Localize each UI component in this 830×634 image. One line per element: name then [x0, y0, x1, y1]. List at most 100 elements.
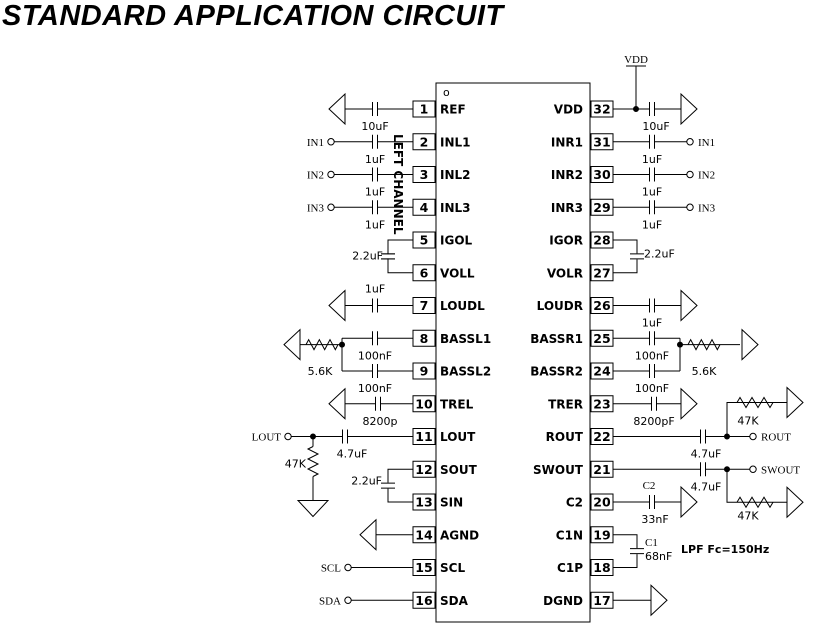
- right-input-label: IN3: [698, 202, 716, 214]
- right-input-capacitor: [649, 167, 655, 182]
- pin-number: 25: [593, 331, 610, 346]
- pin-label: INR3: [551, 201, 583, 215]
- pin-number: 26: [593, 298, 611, 313]
- orientation-mark: o: [443, 86, 450, 99]
- pin-label: INL2: [440, 168, 471, 182]
- pin-box: [412, 493, 436, 511]
- left-input-terminal: [327, 203, 335, 211]
- pin-number: 10: [415, 396, 433, 411]
- swout-junction: [724, 466, 730, 473]
- pin-number: 4: [420, 200, 429, 215]
- bassr-res-value: 5.6K: [692, 365, 717, 378]
- pin-number: 9: [420, 364, 429, 379]
- left-input-capacitor: [372, 200, 378, 215]
- left-input-terminal: [327, 138, 335, 146]
- pin-label: ROUT: [546, 430, 584, 444]
- pin-number: 21: [593, 462, 610, 477]
- loudr-ground: [680, 289, 698, 322]
- rout-cap-value: 4.7uF: [691, 448, 722, 461]
- pin-box: [412, 198, 436, 216]
- pin-label: INL1: [440, 135, 471, 149]
- ref-capacitor: [372, 102, 378, 116]
- right-input-terminal: [686, 203, 694, 211]
- pin-label: IGOR: [549, 234, 583, 248]
- pin-number: 19: [593, 527, 610, 542]
- scl-terminal: [344, 563, 352, 572]
- left-channel-label: LEFT CHANNEL: [391, 134, 405, 235]
- lout-ground: [296, 500, 330, 518]
- pin-number: 14: [415, 527, 433, 542]
- swout-terminal: [749, 465, 757, 473]
- pin-label: REF: [440, 103, 466, 117]
- lout-resistor: [306, 446, 320, 477]
- pin-label: LOUT: [440, 430, 476, 444]
- pin-label: TREL: [440, 397, 474, 411]
- swout-res-value: 47K: [737, 509, 759, 522]
- right-input-cap-value: 1uF: [642, 218, 662, 231]
- c2-ground: [680, 485, 698, 519]
- swout-ground: [786, 486, 804, 519]
- left-input-label: IN1: [307, 137, 324, 149]
- pin-number: 3: [420, 167, 429, 182]
- swout-resistor: [736, 496, 774, 509]
- pin-number: 17: [593, 593, 610, 608]
- bassr2-capacitor: [649, 364, 655, 378]
- lout-capacitor: [342, 429, 348, 444]
- right-input-terminal: [686, 170, 694, 179]
- right-input-cap-value: 1uF: [642, 186, 662, 199]
- pin-box: [590, 297, 614, 314]
- pin-number: 16: [415, 593, 433, 608]
- left-input-label: IN2: [307, 170, 324, 182]
- rout-res-value: 47K: [737, 415, 759, 428]
- pin-box: [412, 460, 436, 478]
- pin-box: [412, 329, 436, 347]
- pin-number: 23: [593, 396, 610, 411]
- ic-body: [435, 82, 591, 623]
- trel-capacitor: [375, 396, 381, 411]
- agnd-ground: [359, 518, 377, 551]
- bassl-ground: [283, 328, 301, 361]
- left-input-cap-value: 1uF: [365, 153, 385, 166]
- pin-number: 32: [593, 102, 610, 117]
- c2-name: C2: [643, 480, 656, 492]
- pin-box: [412, 133, 436, 151]
- swout-cap-value: 4.7uF: [691, 480, 722, 493]
- rout-capacitor: [700, 429, 706, 444]
- scl-label: SCL: [321, 563, 341, 575]
- rout-junction: [724, 433, 730, 440]
- igor-capacitor: [630, 253, 644, 260]
- wire: [387, 468, 413, 483]
- trer-cap-value: 8200pF: [633, 415, 674, 428]
- pin-label: SOUT: [440, 463, 478, 477]
- swout-capacitor: [700, 462, 706, 477]
- rout-resistor: [736, 396, 774, 409]
- bassl2-capacitor: [372, 364, 378, 378]
- rout-terminal: [749, 432, 757, 441]
- pin-box: [590, 526, 614, 544]
- pin-box: [412, 526, 436, 544]
- pin-box: [412, 362, 436, 380]
- vdd-ground: [680, 92, 698, 126]
- bassl1-capacitor: [372, 331, 378, 346]
- dgnd-ground: [650, 584, 668, 617]
- loudl-ground: [328, 289, 346, 322]
- components: [283, 82, 804, 623]
- pin-label: VOLL: [440, 266, 475, 280]
- sout-capacitor: [381, 482, 395, 489]
- pin-number: 27: [593, 265, 610, 280]
- bassr1-capacitor: [649, 331, 655, 346]
- bassl2-cap-value: 100nF: [358, 382, 392, 395]
- pin-box: [412, 264, 436, 282]
- pin-label: SIN: [440, 496, 463, 510]
- trer-ground: [680, 387, 698, 420]
- pin-label: LOUDR: [537, 299, 583, 313]
- pin-label: SWOUT: [533, 463, 584, 477]
- pin-number: 6: [420, 265, 429, 280]
- pin-number: 12: [415, 462, 432, 477]
- pin-number: 8: [420, 331, 429, 346]
- trel-cap-value: 8200p: [363, 415, 398, 428]
- pin-label: INL3: [440, 201, 471, 215]
- lout-res-value: 47K: [285, 458, 307, 471]
- right-input-terminal: [686, 138, 694, 146]
